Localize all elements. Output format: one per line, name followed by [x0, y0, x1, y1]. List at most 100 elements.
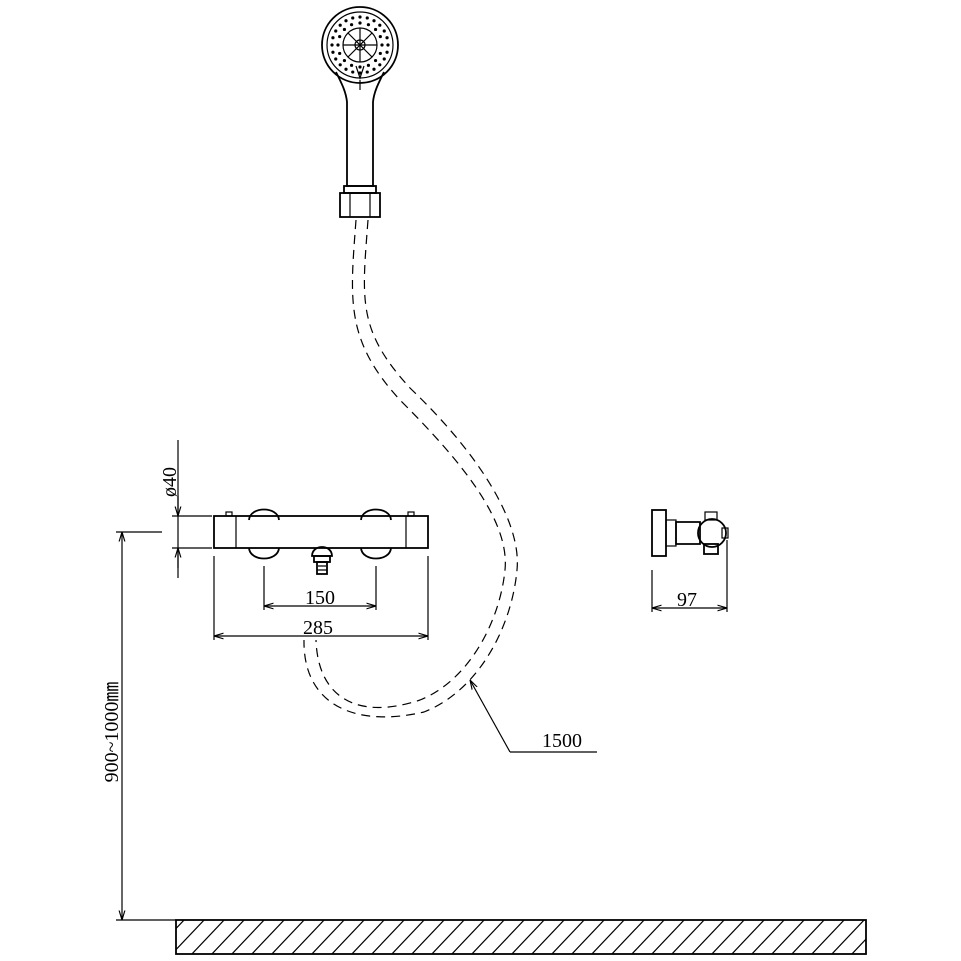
nozzle-dot [366, 63, 371, 67]
hatch-line [411, 920, 445, 954]
nozzle-dot [382, 29, 386, 33]
dim-diameter: ø40 [159, 440, 212, 578]
nozzle-dot [334, 57, 338, 61]
thermostatic-mixer-front [213, 508, 429, 575]
hatch-line [870, 918, 906, 956]
hatch-line [711, 920, 745, 954]
hatch-line [271, 920, 305, 954]
nozzle-dot [338, 51, 342, 56]
dim-depth-label: 97 [677, 589, 697, 611]
hatch-line [176, 920, 205, 951]
hatch-line [471, 920, 505, 954]
hatch-line [551, 920, 585, 954]
hatch-line [851, 938, 866, 954]
hatch-line [371, 920, 405, 954]
hatch-line [771, 920, 805, 954]
nozzle-dot [330, 43, 334, 47]
nozzle-dot [334, 29, 338, 33]
hatch-line [211, 920, 245, 954]
nozzle-dot [385, 50, 389, 54]
nozzle-dot [338, 23, 342, 27]
dim-depth: 97 [651, 540, 728, 612]
hatch-line [311, 920, 345, 954]
mixer-outlet [311, 546, 333, 575]
nozzle-dot [338, 63, 342, 67]
floor-slab [175, 919, 867, 955]
hatch-line [631, 920, 665, 954]
wall-bracket-right [360, 508, 392, 521]
nozzle-dot [372, 67, 376, 71]
dim-hose-length-label: 1500 [542, 730, 582, 752]
floor-hatching [176, 918, 926, 956]
nozzle-dot [338, 34, 342, 39]
floor [175, 918, 926, 956]
connector-collar [343, 185, 377, 194]
hatch-line [491, 920, 525, 954]
nozzle-dot [378, 51, 382, 56]
dim-overall-width-label: 285 [303, 617, 333, 639]
side-valve-body [697, 518, 727, 548]
nozzle-dot [349, 23, 354, 27]
nozzle-dot [378, 23, 382, 27]
hatch-line [751, 920, 785, 954]
nozzle-dot [365, 16, 369, 20]
hatch-line [811, 920, 845, 954]
nozzle-dot [386, 43, 390, 47]
dim-center-distance-label: 150 [305, 587, 335, 609]
hatch-line [791, 920, 825, 954]
hatch-line [191, 920, 225, 954]
hatch-line [231, 920, 265, 954]
nozzle-dot [351, 70, 355, 74]
hatch-line [331, 920, 365, 954]
hatch-line [611, 920, 645, 954]
nozzle-dot [365, 70, 369, 74]
dim-center-distance: 150 [263, 566, 377, 610]
hatch-line [291, 920, 325, 954]
nozzle-dot [358, 21, 362, 25]
hatch-line [890, 918, 926, 956]
nozzle-dot [342, 58, 347, 63]
dim-diameter-label: ø40 [159, 467, 181, 497]
nozzle-dot [336, 43, 340, 47]
nozzle-dot [331, 36, 335, 40]
nozzle-dot [372, 19, 376, 23]
nozzle-dot [382, 57, 386, 61]
hatch-line [571, 920, 605, 954]
nozzle-dot [366, 23, 371, 27]
hatch-line [651, 920, 685, 954]
nozzle-dot [358, 15, 362, 19]
hatch-line [831, 920, 865, 954]
hatch-line [351, 920, 385, 954]
side-outlet [703, 543, 719, 555]
nozzle-dot [351, 16, 355, 20]
nozzle-dot [385, 36, 389, 40]
nozzle-dot [349, 63, 354, 67]
shower-nozzles [330, 15, 390, 75]
hand-shower [321, 6, 399, 218]
nozzle-dot [380, 43, 384, 47]
side-wall-plate [651, 509, 667, 557]
nozzle-dot [344, 19, 348, 23]
connector-nut [339, 192, 381, 218]
nozzle-dot [331, 50, 335, 54]
shower-hose [303, 219, 518, 718]
hatch-line [176, 920, 185, 930]
wall-bracket-left [248, 508, 280, 521]
shower-head-lever [355, 65, 365, 80]
hatch-line [391, 920, 425, 954]
dim-mount-height-label: 900~1000㎜ [101, 682, 123, 783]
nozzle-dot [373, 27, 378, 32]
hatch-line [731, 920, 765, 954]
hatch-line [671, 920, 705, 954]
shower-head-spokes [343, 28, 377, 62]
nozzle-dot [378, 34, 382, 39]
nozzle-dot [378, 63, 382, 67]
hatch-line [691, 920, 725, 954]
mixer-body [213, 515, 429, 549]
nozzle-dot [344, 67, 348, 71]
hatch-line [451, 920, 485, 954]
nozzle-dot [358, 65, 362, 69]
thermostatic-mixer-side [651, 509, 729, 557]
hatch-line [511, 920, 545, 954]
